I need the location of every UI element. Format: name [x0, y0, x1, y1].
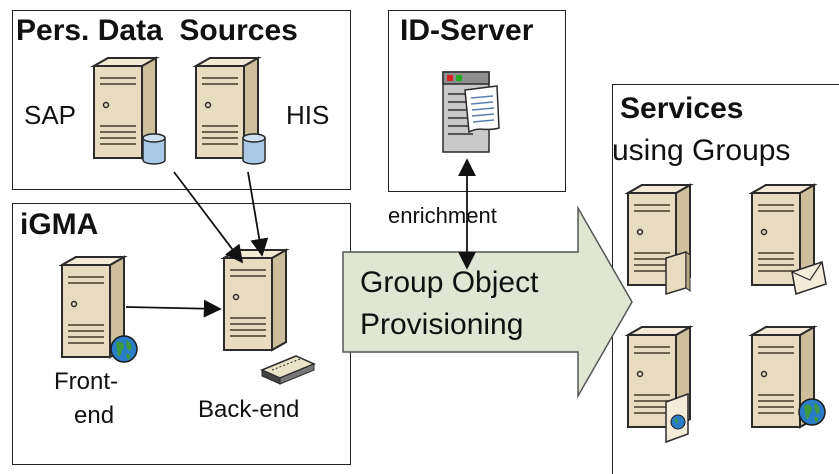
enrichment-label: enrichment: [388, 203, 497, 228]
his-label: HIS: [286, 100, 330, 130]
provisioning-line1: Group Object: [360, 266, 539, 299]
igma-title: iGMA: [20, 208, 99, 241]
network-card-icon: [260, 355, 316, 385]
id-server-document-icon: [442, 71, 500, 153]
provisioning-arrow: [342, 205, 633, 399]
service-envelope-icon: [791, 261, 827, 295]
frontend-label-line1: Front-: [54, 368, 119, 395]
service-document-icon: [665, 250, 691, 296]
id-server-title: ID-Server: [400, 14, 534, 47]
his-database-icon: [242, 133, 266, 165]
backend-label: Back-end: [198, 396, 300, 423]
provisioning-line2: Provisioning: [360, 308, 524, 341]
sap-database-icon: [142, 133, 166, 165]
services-subtitle: using Groups: [612, 134, 791, 167]
frontend-globe-icon: [110, 335, 138, 363]
diagram-canvas: [61, 57, 827, 444]
pers-data-sources-box: [12, 10, 351, 190]
service-small-globe-doc-icon: [665, 392, 689, 444]
backend-server-icon: [223, 249, 287, 351]
connector-sap-to-backend: [173, 171, 244, 264]
connector-his-to-backend: [247, 171, 269, 257]
services-title: Services: [620, 92, 744, 125]
sap-label: SAP: [24, 100, 77, 130]
pers-data-sources-title: Pers. Data Sources: [16, 14, 298, 47]
frontend-label-line2: end: [74, 402, 115, 429]
service-globe-icon: [798, 398, 826, 426]
connector-frontend-to-backend: [125, 299, 222, 318]
